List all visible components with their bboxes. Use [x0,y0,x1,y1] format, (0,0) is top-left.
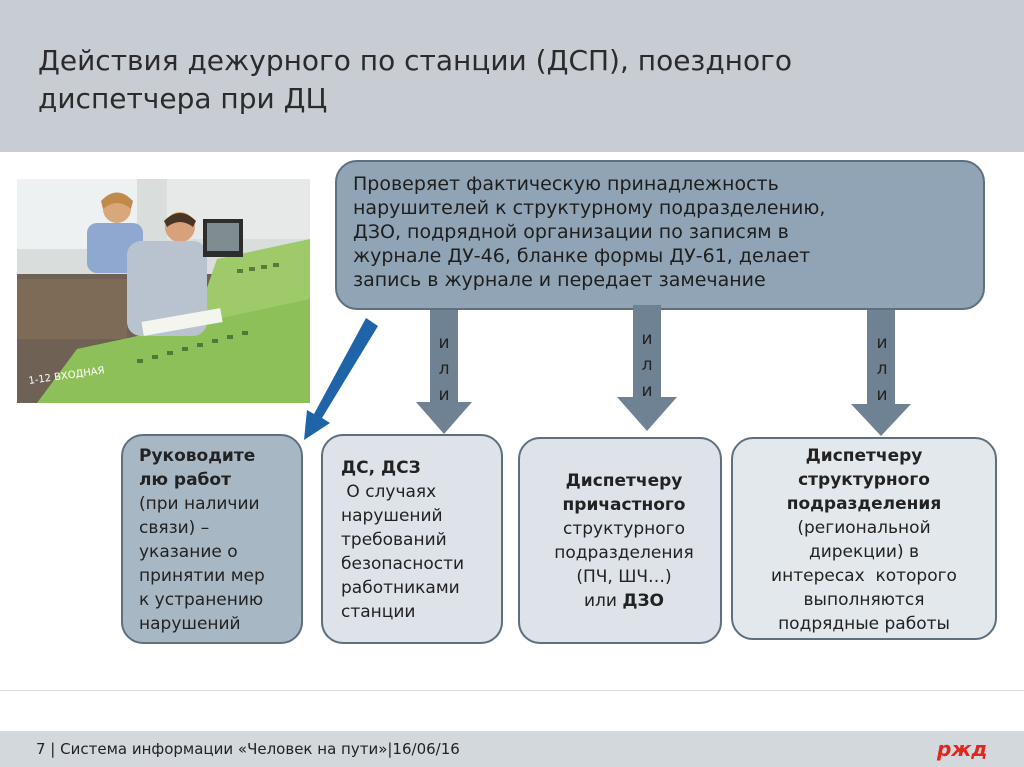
structural-dispatcher-body-line: дирекции) в [808,542,920,562]
ds-title: ДС, ДСЗ [341,458,421,478]
blue-arrow [304,318,378,440]
or-arrow-2 [617,305,677,431]
or-arrow-1 [416,310,472,434]
ds-body-line: требований [341,530,447,550]
structural-dispatcher-body-line: (региональной [797,518,931,538]
related-dispatcher-body-line: подразделения [554,543,694,563]
related-dispatcher-title-line: причастного [562,495,686,515]
main-action-line: Проверяет фактическую принадлежность [353,173,779,195]
or-arrow-3 [851,310,911,436]
manager-title-line: лю работ [139,470,231,490]
related-dispatcher-title-line: Диспетчеру [565,471,683,491]
related-dispatcher-body-line: структурного [563,519,685,539]
structural-dispatcher-title-line: Диспетчеру [805,446,923,466]
ds-body-line: безопасности [341,554,465,574]
manager-body-line: к устранению [139,590,264,610]
related-dispatcher-or-text: или [583,591,623,611]
or-label-1: и л и [438,333,450,405]
structural-dispatcher-title-line: подразделения [786,494,942,514]
structural-dispatcher-body-line: выполняются [803,590,925,610]
or-label-2: и л и [641,329,653,401]
ds-box: ДС, ДСЗ О случаях нарушений требований б… [321,434,503,644]
manager-body-line: связи) – [139,518,210,538]
slide-title: Действия дежурного по станции (ДСП), пое… [38,44,792,115]
related-dispatcher-last-line: или ДЗО [538,589,710,613]
or-label-3: и л и [876,333,888,405]
ds-body-line: станции [341,602,416,622]
main-action-line: нарушителей к структурному подразделению… [353,197,826,219]
related-dispatcher-body-line: (ПЧ, ШЧ…) [576,567,672,587]
manager-body-line: принятии мер [139,566,265,586]
structural-dispatcher-title-line: структурного [798,470,930,490]
manager-body-line: (при наличии [139,494,260,514]
ds-body-line: работниками [341,578,460,598]
svg-text:ржд: ржд [936,737,987,761]
structural-dispatcher-box: Диспетчеру структурного подразделения (р… [731,437,997,640]
ds-body-line: нарушений [341,506,443,526]
ds-body-line: О случаях [341,482,437,502]
related-dispatcher-box: Диспетчеру причастного структурного подр… [518,437,722,644]
main-action-line: журнале ДУ-46, бланке формы ДУ-61, делае… [353,245,811,267]
slide-footer: 7 | Система информации «Человек на пути»… [0,731,1024,767]
main-action-box: Проверяет фактическую принадлежность нар… [335,160,985,310]
rzd-logo: ржд [936,737,987,761]
manager-body-line: указание о [139,542,238,562]
related-dispatcher-dzo: ДЗО [622,591,665,611]
manager-body-line: нарушений [139,614,241,634]
footer-text: 7 | Система информации «Человек на пути»… [36,740,460,758]
slide-header: Действия дежурного по станции (ДСП), пое… [0,0,1024,152]
structural-dispatcher-body-line: подрядные работы [778,614,950,634]
footer-divider [0,690,1024,691]
structural-dispatcher-body-line: интересах которого [771,566,957,586]
main-action-line: ДЗО, подрядной организации по записям в [353,221,789,243]
control-room-photo: 1-12 ВХОДНАЯ [17,179,310,403]
manager-title-line: Руководите [139,446,256,466]
main-action-line: запись в журнале и передает замечание [353,269,766,291]
manager-box: Руководите лю работ (при наличии связи) … [121,434,303,644]
